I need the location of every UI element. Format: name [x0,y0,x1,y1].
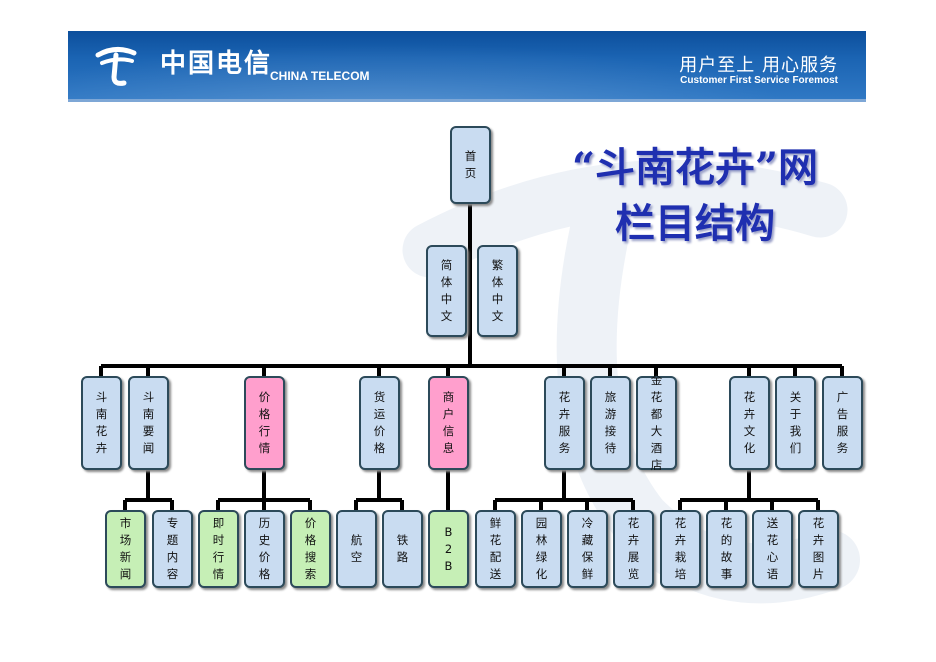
node-flower-exhibition: 花卉展览 [613,510,654,588]
node-merchant-info: 商户信息 [428,376,469,470]
brand-name-en: CHINA TELECOM [270,69,370,83]
title-line-1: “斗南花卉”网 [571,144,818,191]
node-feature-content: 专题内容 [152,510,193,588]
node-realtime-market: 即时行情 [198,510,239,588]
node-traditional-chinese: 繁体中文 [477,245,518,337]
node-air: 航空 [336,510,377,588]
node-history-price: 历史价格 [244,510,285,588]
node-about-us: 关于我们 [775,376,816,470]
node-price-search: 价格搜索 [290,510,331,588]
slogan-en: Customer First Service Foremost [680,75,838,86]
node-flower-service: 花卉服务 [544,376,585,470]
banner-stripe [68,99,866,102]
title-line-2: 栏目结构 [615,200,775,247]
node-home: 首页 [450,126,491,204]
node-flower-story: 花的故事 [706,510,747,588]
node-hotel: 金花都大酒店 [636,373,677,472]
node-dounan-flowers: 斗南花卉 [81,376,122,470]
node-b2b: B2B [428,510,469,588]
node-simplified-chinese: 简体中文 [426,245,467,337]
node-dounan-news: 斗南要闻 [128,376,169,470]
slogan-cn: 用户至上 用心服务 [679,55,838,76]
node-travel-reception: 旅游接待 [590,376,631,470]
banner-shine [68,31,866,99]
node-ad-service: 广告服务 [822,376,863,470]
china-telecom-logo-icon [95,47,137,86]
node-landscaping: 园林绿化 [521,510,562,588]
node-freight-price: 货运价格 [359,376,400,470]
node-flower-delivery: 鲜花配送 [475,510,516,588]
node-cold-storage: 冷藏保鲜 [567,510,608,588]
node-rail: 铁路 [382,510,423,588]
node-flower-culture: 花卉文化 [729,376,770,470]
node-flower-cultivation: 花卉栽培 [660,510,701,588]
page-title: “斗南花卉”网 栏目结构 [520,140,870,252]
header-banner: 中国电信 CHINA TELECOM 用户至上 用心服务 Customer Fi… [68,31,866,99]
node-market-news: 市场新闻 [105,510,146,588]
node-flower-language: 送花心语 [752,510,793,588]
node-flower-pictures: 花卉图片 [798,510,839,588]
brand-name-cn: 中国电信 [160,49,273,79]
node-price-market: 价格行情 [244,376,285,470]
